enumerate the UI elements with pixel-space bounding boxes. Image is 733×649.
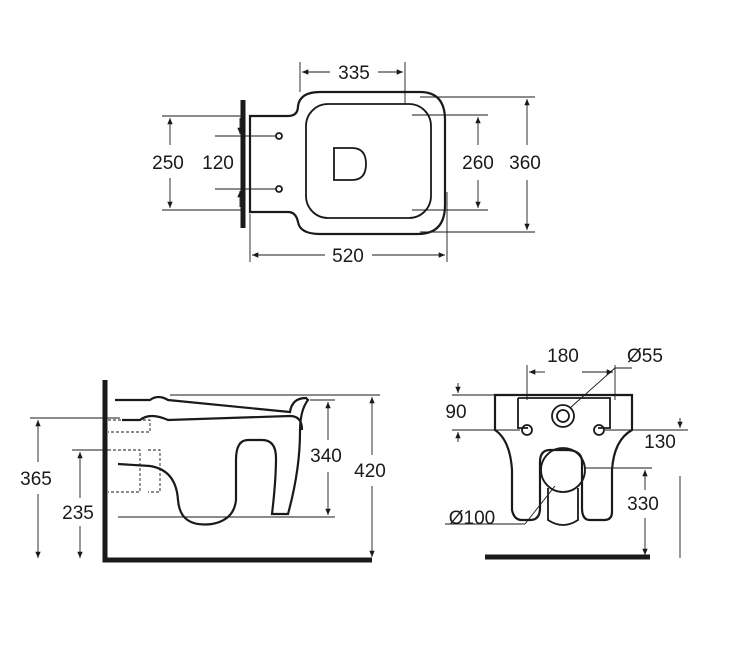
dim-335: 335 bbox=[338, 63, 370, 84]
rim-inner bbox=[122, 414, 304, 431]
dim-260: 260 bbox=[462, 153, 494, 174]
fixing-hole bbox=[275, 185, 283, 193]
side-outline bbox=[115, 395, 310, 526]
dim-180: 180 bbox=[547, 346, 579, 367]
inlet-hole bbox=[551, 404, 575, 428]
dim-250: 250 bbox=[152, 153, 184, 174]
dim-340: 340 bbox=[310, 446, 342, 467]
top-outline bbox=[248, 90, 447, 236]
fixing-hole bbox=[593, 424, 605, 436]
inlet-hole-inner bbox=[556, 409, 570, 423]
seat-buffer bbox=[333, 147, 367, 181]
inlet-connection bbox=[108, 419, 151, 433]
front-view: 180 Ø55 90 130 330 Ø100 bbox=[445, 346, 688, 560]
outlet-hole bbox=[540, 447, 586, 493]
dim-90: 90 bbox=[445, 402, 466, 423]
wall-and-floor bbox=[102, 380, 372, 563]
back-frame bbox=[517, 397, 611, 429]
dim-outlet-diameter: Ø100 bbox=[449, 508, 495, 529]
side-view: 365 235 340 420 bbox=[20, 380, 386, 563]
dim-130: 130 bbox=[644, 432, 676, 453]
outlet-connection bbox=[108, 449, 161, 493]
seat-outline bbox=[305, 103, 432, 219]
dim-120: 120 bbox=[202, 153, 234, 174]
dim-420: 420 bbox=[354, 461, 386, 482]
fixing-hole bbox=[521, 424, 533, 436]
dim-365: 365 bbox=[20, 469, 52, 490]
fixing-hole bbox=[275, 132, 283, 140]
dim-330: 330 bbox=[627, 494, 659, 515]
dim-235: 235 bbox=[62, 503, 94, 524]
outlet-spigot bbox=[547, 488, 579, 526]
front-outline bbox=[493, 393, 634, 522]
dim-520: 520 bbox=[332, 246, 364, 267]
top-view: 335 250 120 260 360 520 bbox=[152, 62, 541, 267]
dim-360: 360 bbox=[509, 153, 541, 174]
dim-inlet-diameter: Ø55 bbox=[627, 346, 663, 367]
